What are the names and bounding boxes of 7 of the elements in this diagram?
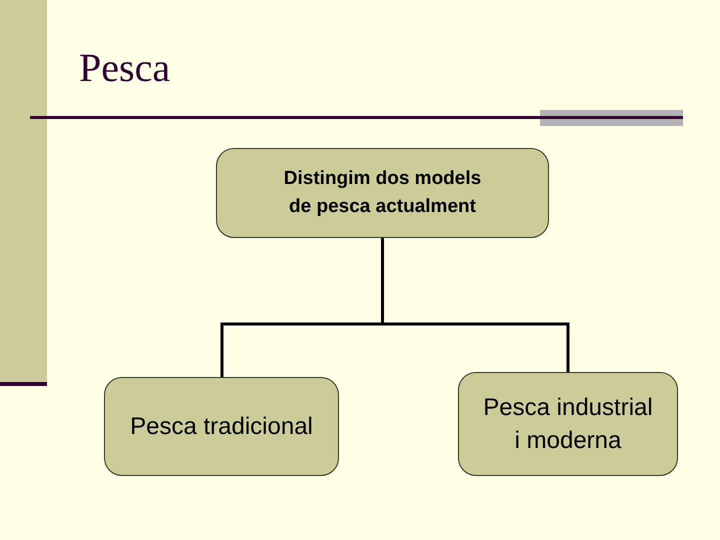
rounded-box bbox=[216, 148, 549, 238]
box-label: Pesca industrial i moderna bbox=[482, 393, 654, 456]
slide-title: Pesca bbox=[79, 44, 170, 92]
rounded-box bbox=[104, 377, 339, 476]
rounded-box bbox=[458, 372, 678, 476]
box-label: Distingim dos models de pesca actualment bbox=[282, 167, 482, 219]
box-label: Pesca tradicional bbox=[130, 412, 313, 442]
